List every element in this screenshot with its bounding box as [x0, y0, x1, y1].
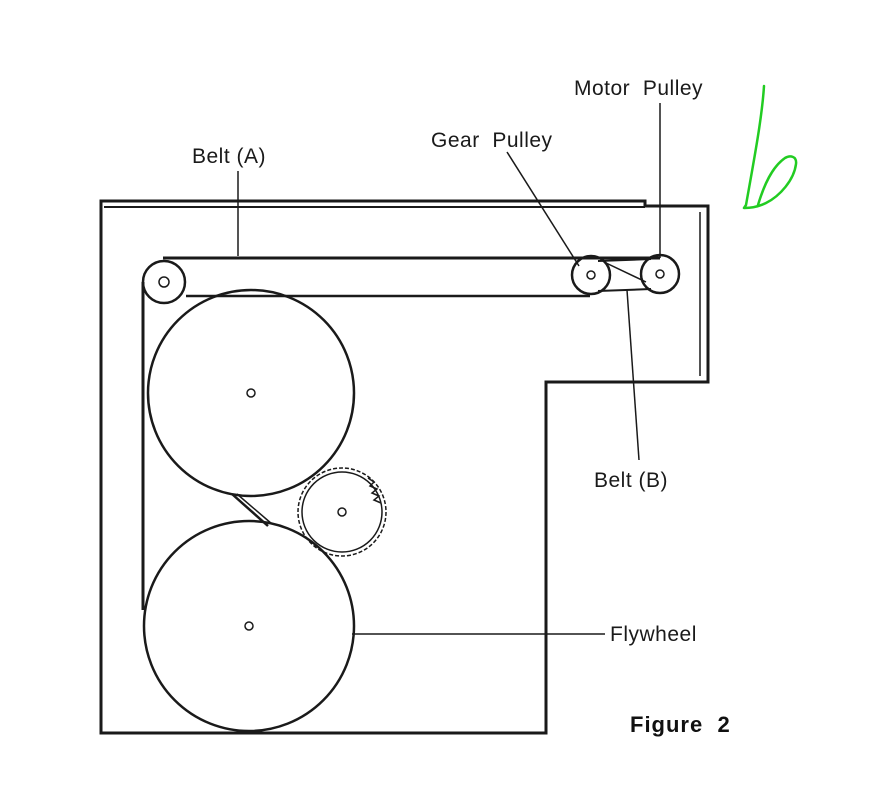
label-belt-b: Belt (B): [594, 469, 668, 492]
idler-pulley: [141, 259, 187, 305]
figure-caption: Figure 2: [630, 712, 731, 737]
capstan-wheel: [146, 288, 356, 498]
belt-b: [597, 258, 652, 292]
gear-pulley: [570, 254, 612, 296]
motor-pulley: [639, 253, 681, 295]
flywheel: [142, 519, 356, 733]
label-belt-a: Belt (A): [192, 145, 266, 168]
leader-belt-b: [626, 289, 640, 461]
handwritten-annotation: [742, 84, 798, 210]
housing-outline: [99, 199, 710, 735]
gear-teeth: [367, 477, 382, 504]
belt-a: [141, 256, 660, 610]
label-gear-pulley: Gear Pulley: [431, 129, 553, 152]
label-flywheel: Flywheel: [610, 623, 697, 646]
leader-lines: [237, 103, 661, 635]
leader-gear-pulley: [506, 151, 580, 267]
label-motor-pulley: Motor Pulley: [574, 77, 703, 100]
gear: [297, 467, 387, 557]
